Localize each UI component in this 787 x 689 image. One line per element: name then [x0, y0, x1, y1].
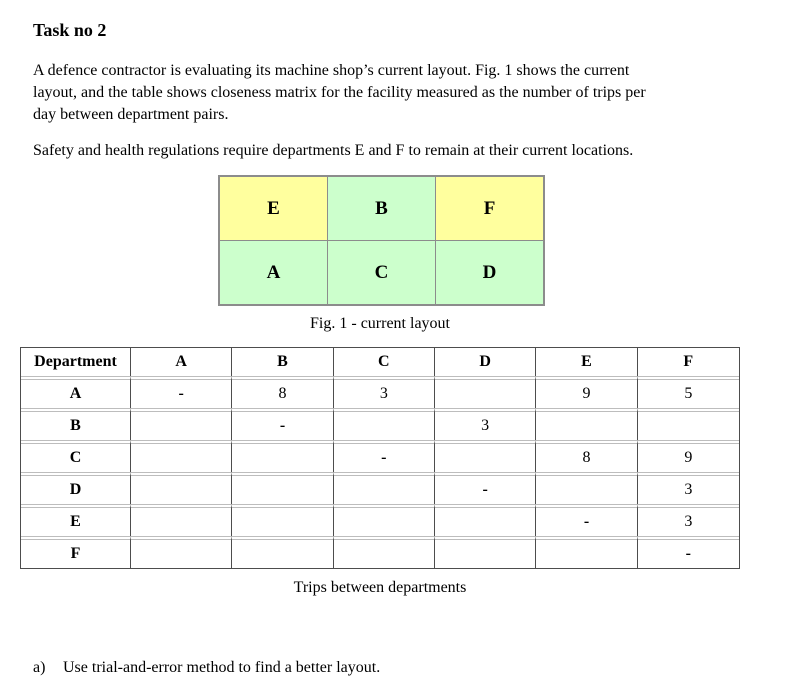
matrix-cell-C-F: 9 [637, 440, 739, 472]
subtask-a: a) Use trial-and-error method to find a b… [33, 657, 787, 679]
matrix-header-E: E [536, 348, 638, 376]
intro-paragraph: A defence contractor is evaluating its m… [33, 60, 787, 126]
matrix-cell-F-F: - [637, 536, 739, 568]
matrix-rowlabel-B: B [21, 408, 131, 440]
matrix-header-B: B [232, 348, 334, 376]
matrix-row-E: E - 3 [21, 504, 739, 536]
matrix-cell-C-C: - [333, 440, 435, 472]
matrix-rowlabel-A: A [21, 376, 131, 408]
matrix-cell-F-C [333, 536, 435, 568]
matrix-cell-B-D: 3 [434, 408, 537, 440]
intro-line-1: A defence contractor is evaluating its m… [33, 62, 630, 79]
matrix-cell-D-E [536, 472, 638, 504]
matrix-row-B: B - 3 [21, 408, 739, 440]
matrix-row-D: D - 3 [21, 472, 739, 504]
regulations-note: Safety and health regulations require de… [33, 142, 634, 159]
matrix-row-A: A - 8 3 9 5 [21, 376, 739, 408]
subtask-a-text: Use trial-and-error method to find a bet… [63, 659, 381, 676]
matrix-cell-B-E [536, 408, 638, 440]
matrix-cell-A-B: 8 [232, 376, 334, 408]
matrix-cell-E-B [232, 504, 334, 536]
matrix-cell-C-E: 8 [536, 440, 638, 472]
matrix-cell-D-B [232, 472, 334, 504]
matrix-cell-B-A [131, 408, 233, 440]
layout-row-bottom: A C D [218, 240, 545, 306]
matrix-cell-E-E: - [536, 504, 638, 536]
current-layout-figure: E B F A C D [218, 175, 545, 306]
task-document: Task no 2 A defence contractor is evalua… [0, 18, 787, 689]
matrix-caption: Trips between departments [293, 579, 467, 596]
matrix-cell-C-A [131, 440, 233, 472]
matrix-cell-E-A [131, 504, 233, 536]
figure-caption: Fig. 1 - current layout [310, 315, 450, 332]
matrix-rowlabel-F: F [21, 536, 131, 568]
matrix-cell-B-C [333, 408, 435, 440]
intro-line-2: layout, and the table shows closeness ma… [33, 84, 646, 101]
matrix-cell-D-F: 3 [637, 472, 739, 504]
layout-cell-A: A [218, 240, 328, 306]
matrix-header-F: F [683, 353, 694, 370]
matrix-rowlabel-E: E [21, 504, 131, 536]
matrix-cell-A-F: 5 [637, 376, 739, 408]
matrix-row-F: F - [21, 536, 739, 568]
matrix-cell-D-A [131, 472, 233, 504]
layout-cell-D: D [435, 240, 545, 306]
matrix-cell-F-D [434, 536, 537, 568]
matrix-cell-A-A: - [131, 376, 233, 408]
layout-cell-C: C [327, 240, 436, 306]
matrix-header-A: A [131, 348, 233, 376]
matrix-cell-E-D [434, 504, 537, 536]
matrix-cell-A-C: 3 [333, 376, 435, 408]
matrix-header-C: C [334, 348, 435, 376]
layout-cell-E: E [218, 175, 328, 241]
matrix-cell-A-E: 9 [536, 376, 638, 408]
layout-cell-B: B [327, 175, 436, 241]
matrix-cell-E-F: 3 [637, 504, 739, 536]
layout-row-top: E B F [218, 175, 545, 241]
matrix-cell-B-B: - [232, 408, 334, 440]
matrix-cell-F-B [232, 536, 334, 568]
matrix-cell-D-C [333, 472, 435, 504]
intro-line-3: day between department pairs. [33, 106, 229, 123]
matrix-cell-D-D: - [434, 472, 537, 504]
layout-cell-F: F [435, 175, 545, 241]
matrix-header-department: Department [21, 348, 131, 376]
matrix-cell-C-B [232, 440, 334, 472]
matrix-cell-F-A [131, 536, 233, 568]
matrix-cell-F-E [536, 536, 638, 568]
matrix-row-C: C - 8 9 [21, 440, 739, 472]
matrix-rowlabel-C: C [21, 440, 131, 472]
matrix-cell-C-D [434, 440, 537, 472]
matrix-cell-B-F [637, 408, 739, 440]
matrix-header-row: Department A B C D E F [21, 348, 739, 376]
matrix-rowlabel-D: D [21, 472, 131, 504]
matrix-cell-A-D [434, 376, 537, 408]
trips-matrix-table: Department A B C D E F A - 8 3 9 5 B - [20, 347, 740, 569]
task-title: Task no 2 [33, 20, 107, 40]
matrix-cell-E-C [333, 504, 435, 536]
matrix-header-D: D [435, 348, 537, 376]
subtask-a-label: a) [33, 659, 46, 676]
